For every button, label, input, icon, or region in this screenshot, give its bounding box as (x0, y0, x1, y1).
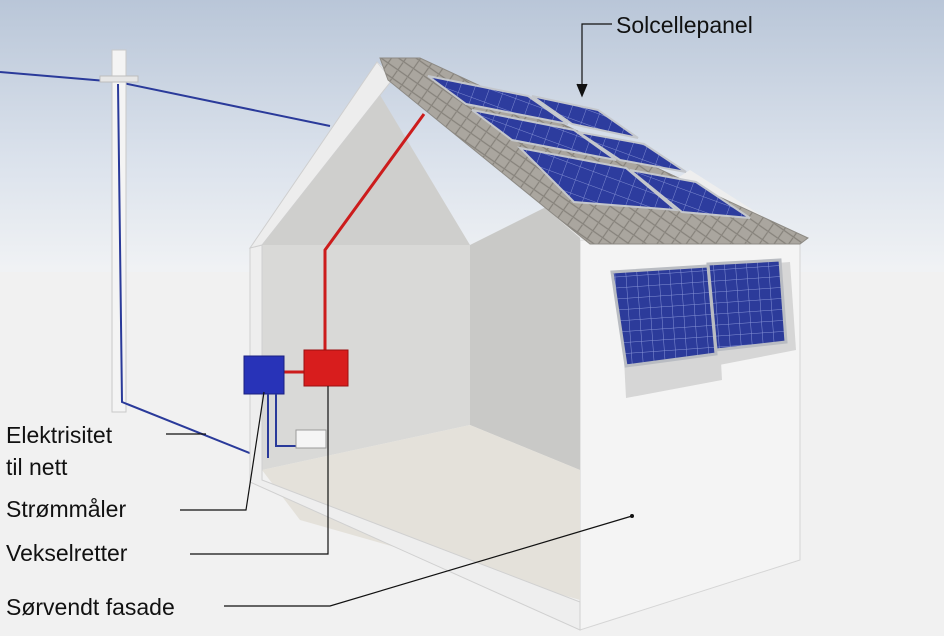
roof-panel (517, 146, 680, 212)
inverter-label: Vekselretter (6, 540, 128, 566)
roof-panel (427, 75, 569, 125)
roof-panel (629, 169, 751, 219)
interior-gable (262, 95, 470, 245)
meter-box (243, 355, 285, 395)
meter-wire (267, 394, 296, 458)
roof-solar-panels (427, 75, 751, 219)
facade-panel (706, 258, 788, 352)
pole-crossarm (99, 75, 139, 83)
inverter-box (303, 349, 349, 387)
interior-floor (262, 425, 580, 600)
interior-back-wall (262, 245, 470, 470)
facade-leader (224, 515, 633, 607)
dc-cable (323, 113, 426, 352)
grid-label-line1: Elektrisitet (6, 422, 113, 448)
roof-panel (531, 95, 639, 139)
roof-panel (471, 109, 617, 161)
leader-lines (166, 23, 633, 607)
interior-right-wall (470, 190, 580, 470)
solar-panel-leader (581, 23, 612, 94)
facade-panel (610, 264, 718, 368)
meter-leader (180, 391, 265, 511)
grid-label-line2: til nett (6, 454, 68, 480)
wall-socket (295, 429, 327, 449)
facade-label: Sørvendt fasade (6, 594, 175, 620)
facade-point-marker (630, 514, 634, 518)
facade-solar-panels (610, 258, 796, 398)
solar-panel-arrowhead (576, 83, 588, 98)
inverter-leader (190, 386, 329, 555)
solar-panel-label: Solcellepanel (616, 12, 753, 38)
meter-label: Strømmåler (6, 496, 127, 522)
roof-panel (577, 131, 687, 173)
